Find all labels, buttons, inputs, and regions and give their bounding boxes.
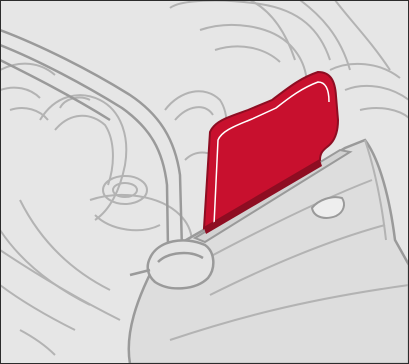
- illustration-frame: [0, 0, 409, 364]
- car-illustration: [0, 0, 409, 364]
